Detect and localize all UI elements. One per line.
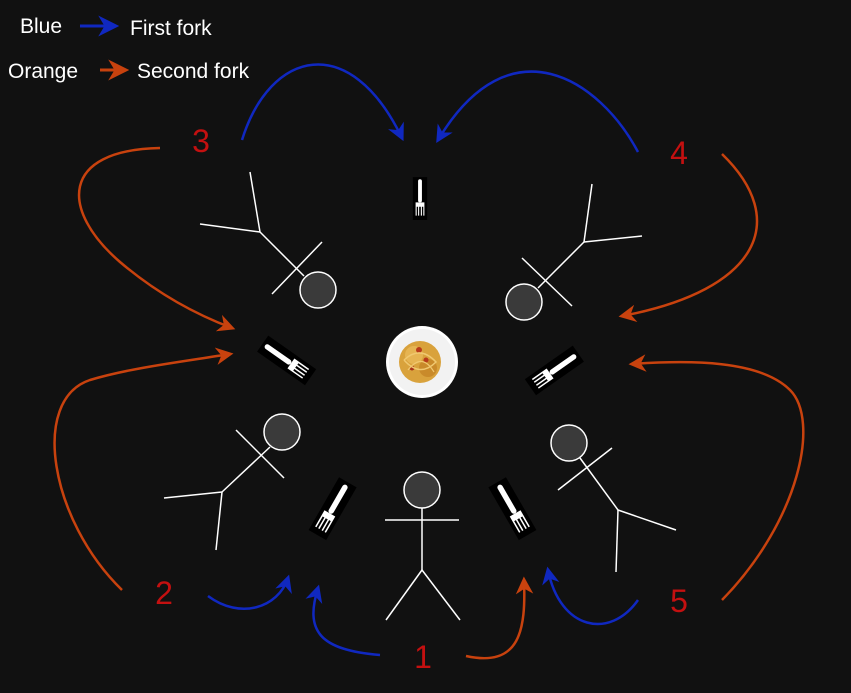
blue-arrow-icon-2	[207, 574, 292, 611]
legend-orange-meaning: Second fork	[137, 60, 250, 83]
fork-icon-bottom-right	[488, 477, 537, 541]
orange-arrow-icon-3	[77, 146, 236, 332]
orange-arrow-icon-5	[628, 354, 805, 601]
legend: Blue First fork Orange Second fork	[8, 15, 250, 83]
legend-blue-meaning: First fork	[130, 17, 212, 40]
stick-figure-icon-3	[199, 171, 337, 309]
legend-orange-label: Orange	[8, 60, 78, 83]
stick-figure-icon-5	[550, 424, 677, 573]
philosopher-label-5: 5	[670, 583, 688, 619]
philosopher-label-4: 4	[670, 135, 688, 171]
fork-icon-left	[257, 335, 317, 386]
blue-arrow-icon-1	[305, 584, 381, 657]
blue-arrow-icon-3	[240, 63, 404, 142]
fork-icon-top	[412, 177, 428, 220]
orange-arrow-icon-1	[465, 576, 534, 660]
stick-figure-icon-2	[163, 413, 301, 551]
orange-arrows	[53, 146, 805, 660]
blue-arrow-icon-5	[542, 566, 640, 626]
blue-arrow-icon-4	[436, 70, 640, 153]
orange-arrow-icon-2	[53, 347, 234, 591]
fork-icon-right	[524, 345, 584, 396]
fork-icon-bottom-left	[308, 477, 357, 541]
blue-arrows	[207, 63, 640, 657]
stick-figure-icon-1	[385, 471, 461, 621]
legend-blue-label: Blue	[20, 15, 62, 38]
philosopher-label-2: 2	[155, 575, 173, 611]
orange-arrow-icon-4	[618, 153, 759, 322]
stick-figure-icon-4	[505, 183, 643, 321]
philosopher-labels: 1 2 3 4 5	[155, 123, 688, 675]
philosopher-label-3: 3	[192, 123, 210, 159]
spaghetti-plate-icon	[386, 326, 458, 398]
philosopher-label-1: 1	[414, 639, 432, 675]
